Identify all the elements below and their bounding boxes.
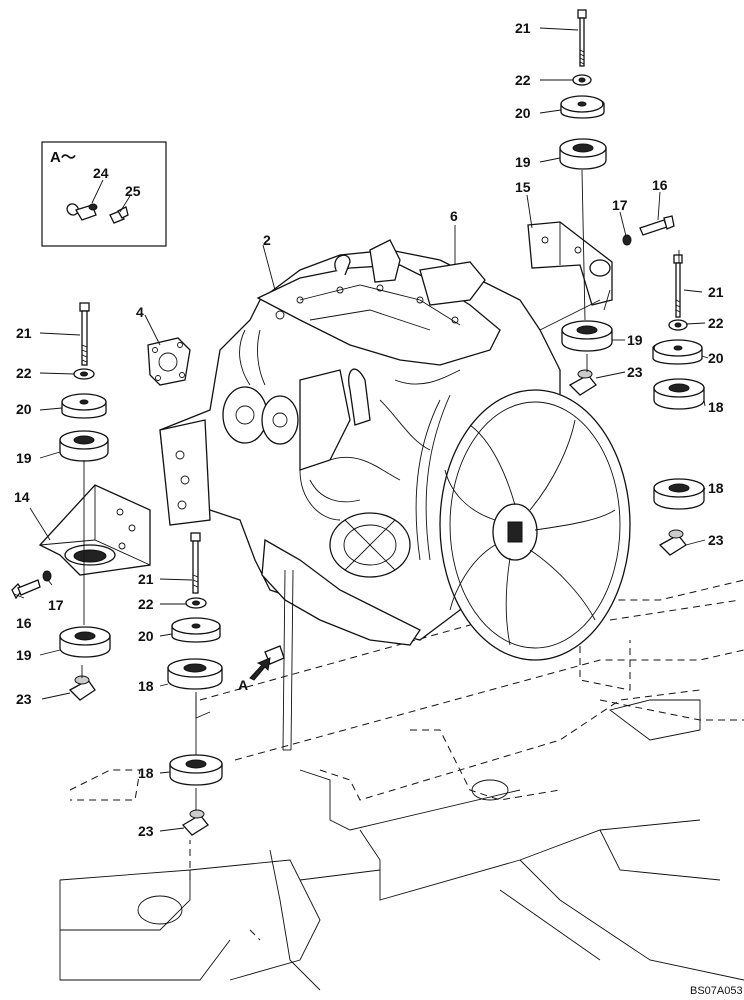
bolt-21-top <box>577 9 587 67</box>
bolt-21-center <box>190 532 201 594</box>
callout-17-left: 17 <box>48 597 64 613</box>
callout-18-right-lower: 18 <box>708 480 724 496</box>
callout-18-right-upper: 18 <box>708 399 724 415</box>
callout-19-left-lower: 19 <box>16 647 32 663</box>
mount-bracket-15 <box>527 221 613 306</box>
callout-labels: 2 4 6 14 15 16 16 17 17 18 18 18 18 19 1… <box>14 20 724 839</box>
washer-22-top <box>572 74 592 86</box>
callout-16-left: 16 <box>16 615 32 631</box>
callout-20-right: 20 <box>708 350 724 366</box>
washer-17-left <box>42 570 52 582</box>
callout-14: 14 <box>14 489 30 505</box>
callout-16-right: 16 <box>652 177 668 193</box>
callout-6: 6 <box>450 208 458 224</box>
callout-22-left: 22 <box>16 365 32 381</box>
callout-2: 2 <box>263 232 271 248</box>
callout-23-bottom: 23 <box>138 823 154 839</box>
stopper-23-left <box>68 675 96 701</box>
callout-19-left-upper: 19 <box>16 450 32 466</box>
bolt-16-right <box>639 215 675 236</box>
washer-22-left <box>73 368 95 380</box>
detail-a-box: A～ <box>41 141 167 247</box>
rubber-mount-19-top <box>559 138 607 170</box>
rubber-mount-18-bottom <box>169 754 223 786</box>
rubber-mount-19-left-upper <box>59 430 109 462</box>
stopper-23-middle <box>568 369 597 396</box>
rubber-mount-18-right-lower <box>653 478 705 510</box>
chassis-frame <box>59 579 744 991</box>
plate-20-right <box>652 339 703 365</box>
view-arrow-a: A <box>238 657 271 693</box>
stopper-23-bottom <box>181 809 209 836</box>
plate-20-center <box>171 617 221 643</box>
callout-17-right: 17 <box>612 197 628 213</box>
callout-20-top: 20 <box>515 105 531 121</box>
callout-21-right: 21 <box>708 284 724 300</box>
washer-22-right <box>668 319 688 331</box>
callout-25: 25 <box>125 183 141 199</box>
callout-22-center: 22 <box>138 596 154 612</box>
bolt-21-left <box>79 302 90 366</box>
callout-22-right: 22 <box>708 315 724 331</box>
washer-17-right <box>622 234 632 246</box>
callout-19-top: 19 <box>515 154 531 170</box>
cooling-fan <box>415 389 631 661</box>
plate-20-top <box>560 95 605 119</box>
callout-21-center: 21 <box>138 571 154 587</box>
drawing-reference: BS07A053 <box>690 985 743 997</box>
callout-20-center: 20 <box>138 628 154 644</box>
engine-assembly <box>147 239 561 751</box>
detail-a-title: A～ <box>50 149 76 166</box>
bolt-21-right <box>673 254 683 318</box>
rubber-mount-19-left-lower <box>59 626 111 658</box>
callout-18-bottom: 18 <box>138 765 154 781</box>
plate-20-left <box>61 393 107 419</box>
callout-19-middle: 19 <box>627 332 643 348</box>
bolt-16-left <box>11 579 41 600</box>
rubber-mount-18-right-upper <box>653 378 705 410</box>
callout-20-left: 20 <box>16 401 32 417</box>
callout-24: 24 <box>93 165 109 181</box>
mount-bracket-14 <box>38 484 151 576</box>
callout-22-top: 22 <box>515 72 531 88</box>
callout-23-right: 23 <box>708 532 724 548</box>
rubber-mount-18-center <box>167 658 223 690</box>
callout-4: 4 <box>136 304 144 320</box>
washer-22-center <box>185 597 207 609</box>
callout-21-top: 21 <box>515 20 531 36</box>
callout-21-left: 21 <box>16 325 32 341</box>
callout-15: 15 <box>515 179 531 195</box>
view-arrow-a-label: A <box>238 677 248 693</box>
stopper-23-right <box>658 529 687 556</box>
leader-lines <box>13 27 709 832</box>
callout-18-center: 18 <box>138 678 154 694</box>
callout-23-left: 23 <box>16 691 32 707</box>
rubber-mount-19-middle <box>561 320 613 352</box>
callout-23-middle: 23 <box>627 364 643 380</box>
